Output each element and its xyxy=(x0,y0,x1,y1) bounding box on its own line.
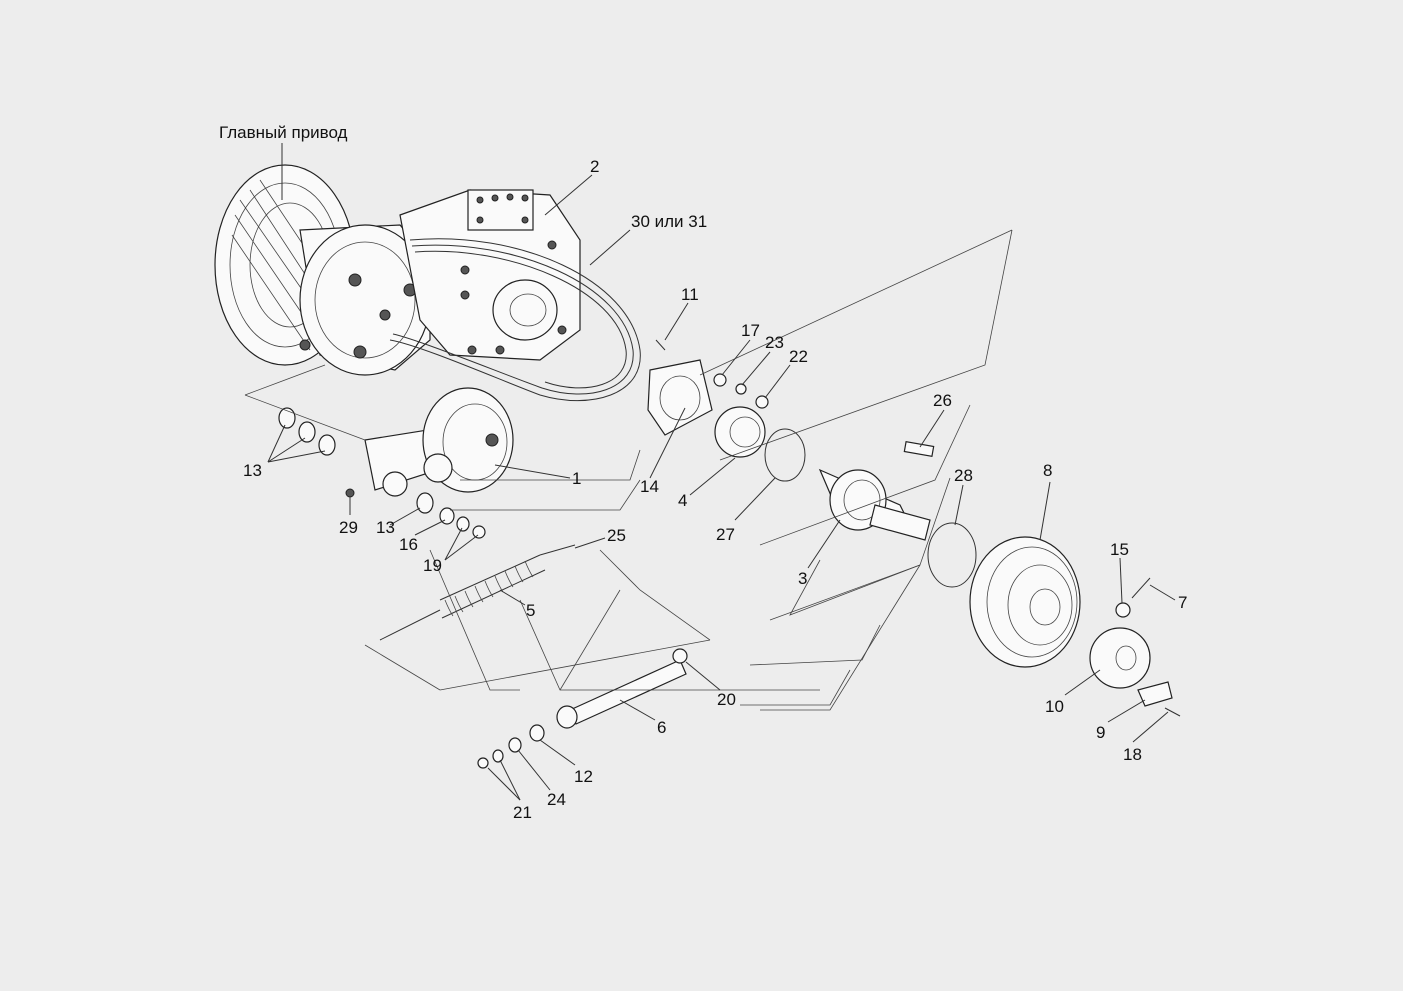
shaft-3 xyxy=(818,440,935,541)
pulley-8 xyxy=(969,536,1081,668)
main-drive-housing xyxy=(214,164,431,376)
tensioner-pulley-1 xyxy=(364,387,514,497)
callout-10: 10 xyxy=(1045,697,1064,716)
callout-9: 9 xyxy=(1096,723,1106,742)
axle-6 xyxy=(477,648,688,769)
callout-8: 8 xyxy=(1043,461,1053,480)
callout-2: 2 xyxy=(590,157,600,176)
callout-15: 15 xyxy=(1110,540,1129,559)
callout-13-bottom: 13 xyxy=(376,518,395,537)
callout-7: 7 xyxy=(1178,593,1188,612)
hub-10 xyxy=(1089,577,1181,717)
washers-13 xyxy=(278,407,336,456)
bearing-4 xyxy=(714,406,766,458)
callout-23: 23 xyxy=(765,333,784,352)
gearbox-2 xyxy=(399,189,581,361)
callout-11: 11 xyxy=(681,285,699,304)
callout-28: 28 xyxy=(954,466,973,485)
callout-12: 12 xyxy=(574,767,593,786)
callout-29: 29 xyxy=(339,518,358,537)
callout-26: 26 xyxy=(933,391,952,410)
callout-6: 6 xyxy=(657,718,667,737)
construction-lines xyxy=(244,229,1013,711)
fasteners-16-19-29 xyxy=(345,488,486,539)
callout-18: 18 xyxy=(1123,745,1142,764)
leader-lines xyxy=(267,143,1176,801)
callout-30-31: 30 или 31 xyxy=(631,212,708,231)
circlip-27 xyxy=(764,428,806,482)
flange-14 xyxy=(647,339,769,436)
callout-4: 4 xyxy=(678,491,688,510)
diagram-title: Главный привод xyxy=(219,123,348,142)
callout-20: 20 xyxy=(717,690,736,709)
callout-1: 1 xyxy=(572,469,582,488)
callout-24: 24 xyxy=(547,790,566,809)
belt-30-31 xyxy=(389,238,641,402)
callout-16: 16 xyxy=(399,535,418,554)
callout-19: 19 xyxy=(423,556,442,575)
callout-17: 17 xyxy=(741,321,760,340)
callout-14: 14 xyxy=(640,477,659,496)
circlip-28 xyxy=(927,522,977,588)
spring-5 xyxy=(379,544,576,641)
callout-25: 25 xyxy=(607,526,626,545)
callout-21: 21 xyxy=(513,803,532,822)
callout-5: 5 xyxy=(526,601,536,620)
callout-27: 27 xyxy=(716,525,735,544)
callout-22: 22 xyxy=(789,347,808,366)
callout-3: 3 xyxy=(798,569,808,588)
callout-13-top: 13 xyxy=(243,461,262,480)
